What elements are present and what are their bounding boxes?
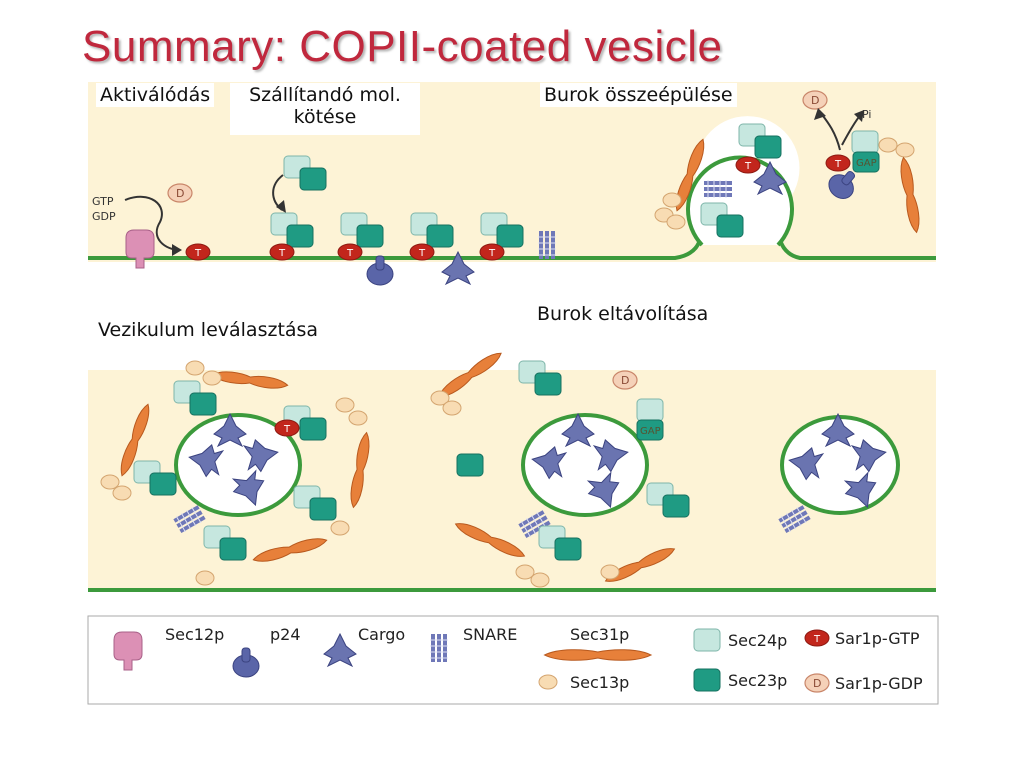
step-coat-assembly-label: Burok összeépülése — [540, 83, 737, 107]
sec23p-block — [456, 453, 484, 477]
coated-vesicle — [174, 413, 302, 517]
sar1p-gtp-marker — [479, 243, 505, 261]
step-coat-removal-label: Burok eltávolítása — [533, 302, 713, 326]
sar1p-gtp-marker — [185, 243, 211, 261]
gap-block — [852, 151, 880, 173]
legend-sar1p-gdp: Sar1p-GDP — [835, 674, 923, 693]
sec13p-blob — [335, 397, 355, 413]
snare-icon — [703, 179, 733, 199]
uncoating-vesicle — [521, 413, 649, 517]
phosphate-label: Pi — [862, 108, 871, 121]
snare-icon — [537, 230, 557, 260]
sec13p-blob — [538, 674, 558, 690]
sec12p-icon — [125, 229, 155, 269]
sec13p-blob — [600, 564, 620, 580]
step-cargo-binding-line2: kötése — [293, 106, 357, 128]
sec13p-blob — [878, 137, 898, 153]
legend-sec24p: Sec24p — [728, 631, 787, 650]
step-vesicle-budding-label: Vezikulum leválasztása — [94, 318, 323, 342]
sec13p-blob — [195, 570, 215, 586]
sar1p-gtp-marker — [409, 243, 435, 261]
sec13p-blob — [202, 370, 222, 386]
sar1p-gtp-marker — [269, 243, 295, 261]
sec13p-blob — [100, 474, 120, 490]
sar1p-gdp-marker — [802, 90, 828, 110]
gap-label: GAP — [856, 158, 877, 169]
sec13p-blob — [666, 214, 686, 230]
sec13p-blob — [515, 564, 535, 580]
sec13p-blob — [348, 410, 368, 426]
sar1p-gdp-marker — [612, 370, 638, 390]
legend-box — [87, 615, 939, 705]
sec13p-blob — [895, 142, 915, 158]
gdp-label: GDP — [92, 210, 116, 223]
step-activation-label: Aktiválódás — [96, 83, 215, 107]
snare-icon — [429, 633, 449, 663]
sec13p-blob — [662, 192, 682, 208]
legend-sec12p: Sec12p — [165, 625, 224, 644]
gap-block — [636, 419, 664, 441]
sec24p-block — [851, 130, 879, 154]
legend-sar1p-gtp: Sar1p-GTP — [835, 629, 920, 648]
legend-cargo: Cargo — [358, 625, 405, 644]
sar1p-gtp-marker — [337, 243, 363, 261]
sec13p-blob — [442, 400, 462, 416]
sar1p-gdp-marker — [804, 673, 830, 693]
legend-snare: SNARE — [463, 625, 517, 644]
sar1p-gtp-marker — [825, 154, 851, 172]
slide-title: Summary: COPII-coated vesicle — [82, 22, 723, 71]
activation-arrow — [124, 195, 181, 251]
gtp-label: GTP — [92, 195, 114, 208]
step-cargo-binding-label: Szállítandó mol. kötése — [230, 83, 420, 135]
sec24p-block — [693, 628, 721, 652]
sec13p-blob — [530, 572, 550, 588]
sec13p-blob — [185, 360, 205, 376]
legend-sec13p: Sec13p — [570, 673, 629, 692]
gap-label: GAP — [640, 426, 661, 437]
sar1p-gtp-marker — [735, 156, 761, 174]
sar1p-gtp-marker — [804, 629, 830, 647]
sec13p-blob — [112, 485, 132, 501]
sec13p-blob — [330, 520, 350, 536]
legend-sec23p: Sec23p — [728, 671, 787, 690]
legend-sec31p: Sec31p — [570, 625, 629, 644]
step-cargo-binding-line1: Szállítandó mol. — [249, 84, 401, 106]
sec24p-block — [636, 398, 664, 422]
sar1p-gtp-marker — [274, 419, 300, 437]
legend-p24: p24 — [270, 625, 301, 644]
sar1p-gdp-marker — [167, 183, 193, 203]
sec23p-block — [693, 668, 721, 692]
